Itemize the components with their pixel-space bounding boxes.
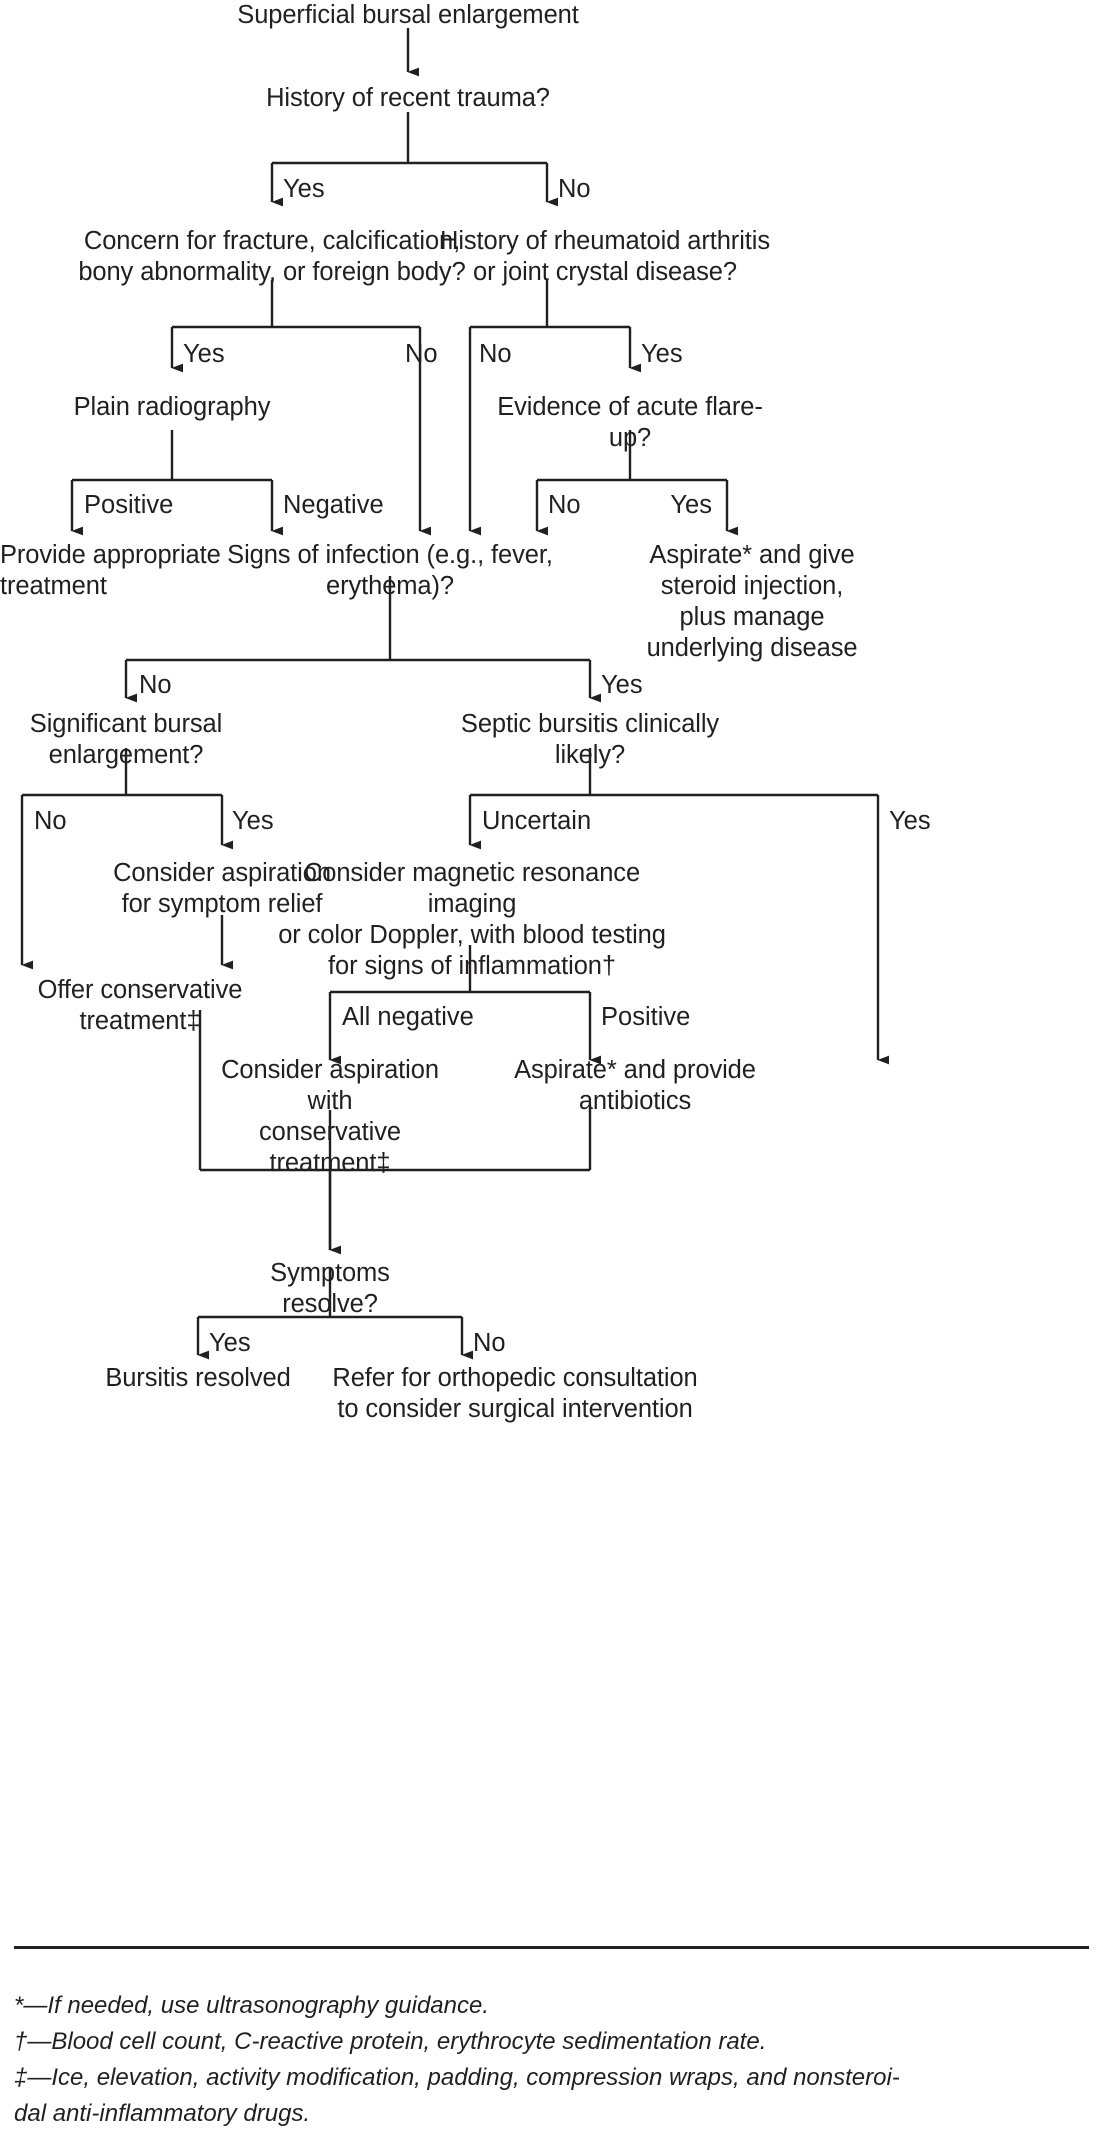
edge-label-septic-yes: Yes: [889, 807, 931, 835]
footnote-asterisk: *—If needed, use ultrasonography guidanc…: [14, 1992, 489, 2019]
node-provide-treatment: Provide appropriate treatment: [0, 541, 221, 600]
node-acute-flare: Evidence of acute flare-up?: [497, 393, 763, 452]
node-symptoms-resolve: Symptoms resolve?: [270, 1259, 390, 1318]
node-significant-enlargement: Significant bursal enlargement?: [29, 710, 223, 769]
node-consider-aspiration: Consider aspiration for symptom relief: [113, 859, 331, 918]
edge-label-trauma-no: No: [558, 175, 591, 203]
edge-label-resolve-no: No: [473, 1329, 506, 1357]
edge-label-flare-no: No: [548, 491, 581, 519]
node-plain-radiography: Plain radiography: [73, 393, 271, 421]
edge-label-significant-yes: Yes: [232, 807, 274, 835]
footnote-double-dagger: ‡—Ice, elevation, activity modification,…: [14, 2064, 900, 2127]
node-history-ra: History of rheumatoid arthritis or joint…: [440, 227, 770, 286]
edge-label-mri-positive: Positive: [601, 1003, 691, 1031]
node-signs-infection: Signs of infection (e.g., fever, erythem…: [227, 541, 553, 600]
node-aspiration-conservative: Consider aspiration with conservative tr…: [221, 1056, 439, 1177]
node-refer-orthopedic: Refer for orthopedic consultation to con…: [332, 1364, 698, 1423]
edge-label-infection-no: No: [139, 671, 172, 699]
edge-label-trauma-yes: Yes: [283, 175, 325, 203]
edge-label-infection-yes: Yes: [601, 671, 643, 699]
edge-label-significant-no: No: [34, 807, 67, 835]
edge-label-xray-negative: Negative: [283, 491, 384, 519]
edge-label-fracture-no: No: [405, 340, 438, 368]
node-septic-bursitis: Septic bursitis clinically likely?: [460, 710, 720, 769]
footnotes: *—If needed, use ultrasonography guidanc…: [14, 1988, 1089, 2132]
edge-label-fracture-yes: Yes: [183, 340, 225, 368]
footnote-divider: [14, 1946, 1089, 1949]
node-start: Superficial bursal enlargement: [237, 1, 579, 29]
node-concern-fracture: Concern for fracture, calcification, bon…: [78, 227, 466, 286]
edge-label-ra-yes: Yes: [641, 340, 683, 368]
node-bursitis-resolved: Bursitis resolved: [105, 1364, 291, 1392]
node-mri-doppler: Consider magnetic resonance imaging or c…: [278, 859, 666, 980]
node-offer-conservative: Offer conservative treatment‡: [37, 976, 243, 1035]
node-history-trauma: History of recent trauma?: [266, 84, 550, 112]
node-aspirate-antibiotics: Aspirate* and provide antibiotics: [514, 1056, 756, 1115]
node-aspirate-steroid: Aspirate* and give steroid injection, pl…: [646, 541, 858, 662]
edge-label-xray-positive: Positive: [84, 491, 174, 519]
edge-label-mri-all-negative: All negative: [342, 1003, 474, 1031]
edge-label-septic-uncertain: Uncertain: [482, 807, 592, 835]
edge-label-flare-yes: Yes: [670, 491, 712, 519]
edge-label-resolve-yes: Yes: [209, 1329, 251, 1357]
footnote-dagger: †—Blood cell count, C-reactive protein, …: [14, 2028, 767, 2055]
edge-label-ra-no: No: [479, 340, 512, 368]
